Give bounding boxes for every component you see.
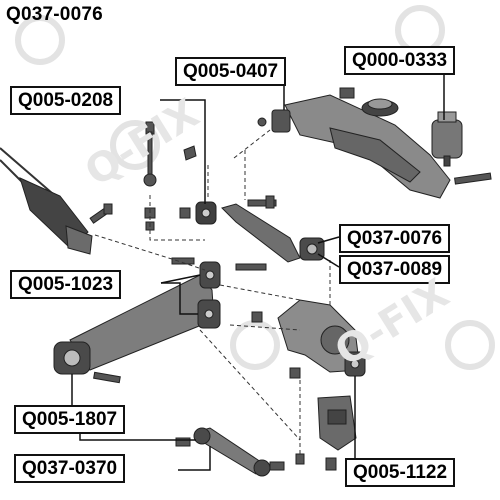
mount-q000-0333: [431, 111, 463, 167]
watermark-logos: [15, 5, 495, 370]
label-q005-0407[interactable]: Q005-0407: [175, 57, 287, 86]
upper-control-arm: [221, 203, 325, 263]
label-q037-0370[interactable]: Q037-0370: [14, 454, 126, 483]
label-q037-0089[interactable]: Q037-0089: [339, 255, 451, 284]
label-q000-0333[interactable]: Q000-0333: [344, 46, 456, 75]
label-q037-0076[interactable]: Q037-0076: [339, 224, 451, 253]
label-q005-1122[interactable]: Q005-1122: [345, 458, 456, 487]
bracket-q005-1122: [317, 395, 357, 471]
leader-lines: [71, 74, 445, 471]
label-q005-1807[interactable]: Q005-1807: [14, 405, 126, 434]
knuckle: [277, 299, 366, 379]
label-q005-0208[interactable]: Q005-0208: [10, 86, 122, 115]
bushing-q005-0208: [179, 201, 217, 225]
bolts-lower: [93, 257, 267, 384]
lateral-link: [175, 427, 305, 477]
part-number-title: Q037-0076: [6, 4, 103, 25]
rear-subframe: [284, 94, 451, 199]
assembly-dashed-lines: [94, 129, 331, 455]
label-q005-1023[interactable]: Q005-1023: [10, 270, 122, 299]
lower-control-arm: [53, 261, 221, 375]
shock-absorber: [0, 147, 93, 255]
bolts-right: [247, 87, 492, 209]
bushing-q005-0407: [257, 109, 291, 133]
bolt: [89, 203, 113, 224]
